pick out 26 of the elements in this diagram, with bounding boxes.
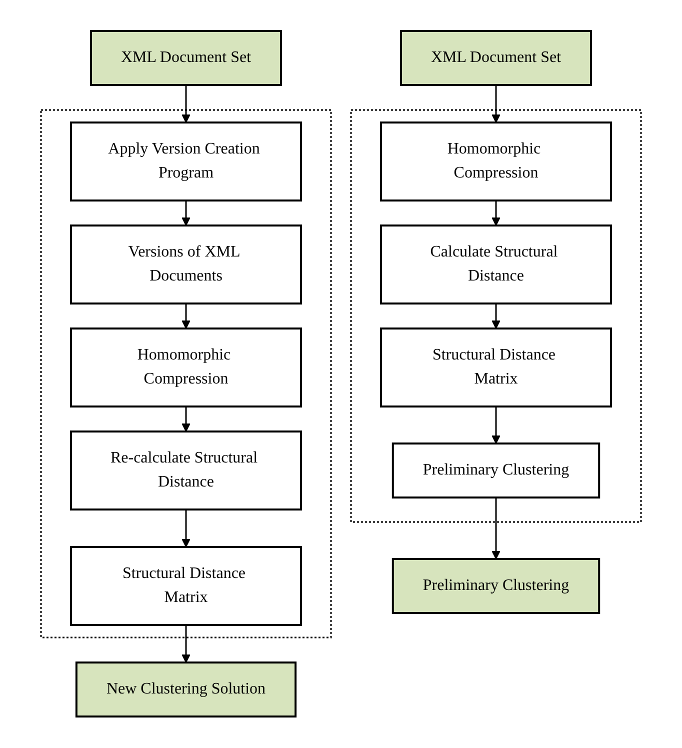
arrow (182, 406, 190, 432)
arrow (182, 85, 190, 124)
node-box: Homomorphic Compression (380, 122, 612, 202)
node-box: Preliminary Clustering (392, 442, 600, 499)
node-box: Preliminary Clustering (392, 558, 600, 614)
arrow (492, 498, 500, 560)
node-box: Versions of XML Documents (70, 224, 302, 305)
node-box: Apply Version Creation Program (70, 122, 302, 202)
node-box: Homomorphic Compression (70, 328, 302, 408)
arrow (492, 304, 500, 330)
node-box: Calculate Structural Distance (380, 224, 612, 305)
arrow (182, 304, 190, 330)
arrow (492, 200, 500, 226)
arrow (182, 510, 190, 548)
arrow (492, 85, 500, 124)
node-box: Re-calculate Structural Distance (70, 430, 302, 511)
arrow (182, 625, 190, 664)
node-box: Structural Distance Matrix (70, 546, 302, 626)
node-box: XML Document Set (400, 30, 592, 86)
cluster (40, 110, 332, 638)
arrow (492, 406, 500, 444)
node-box: XML Document Set (90, 30, 282, 86)
cluster (350, 110, 642, 523)
arrow (182, 200, 190, 226)
node-box: New Clustering Solution (75, 662, 297, 718)
node-box: Structural Distance Matrix (380, 328, 612, 408)
